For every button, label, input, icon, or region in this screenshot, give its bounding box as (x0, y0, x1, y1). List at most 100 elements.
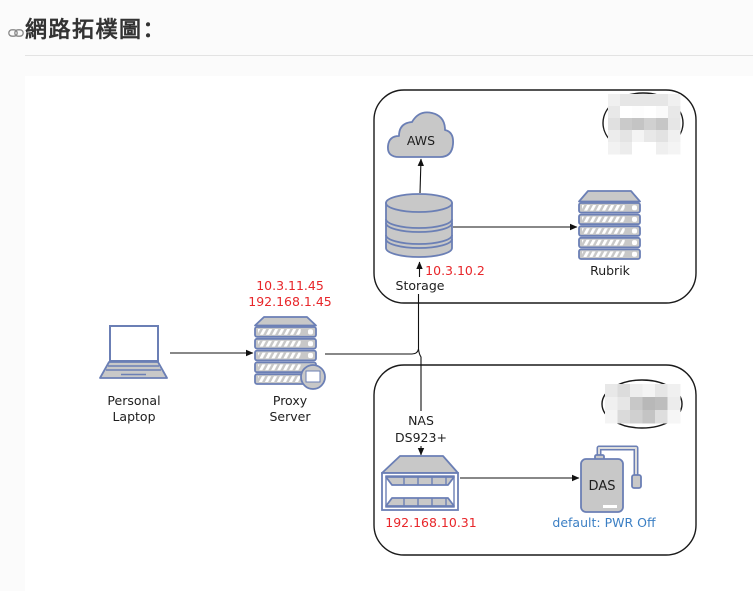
server-top-cap (578, 190, 641, 203)
logo-ellipse (601, 379, 683, 429)
server-slot (578, 202, 641, 214)
nas-label-line2: DS923+ (395, 430, 447, 445)
page-heading: 網路拓樸圖： (8, 16, 166, 46)
server-rack-icon (578, 190, 641, 260)
cloud-icon (387, 111, 454, 158)
mosaic-block (630, 384, 643, 398)
mosaic-block (656, 94, 669, 107)
storage-ip: 10.3.10.2 (425, 263, 485, 278)
server-top-cap (254, 316, 317, 327)
mosaic-block (668, 118, 681, 131)
mosaic-block (644, 94, 657, 107)
mosaic-block (608, 118, 621, 131)
laptop-label-line2: Laptop (112, 409, 155, 424)
mosaic-block (632, 130, 645, 143)
proxy-ip-2: 192.168.1.45 (248, 294, 332, 309)
mosaic-block (644, 106, 657, 119)
edge-junction-to-nas (417, 348, 422, 411)
proxy-label-line1: Proxy (273, 393, 308, 408)
server-slot (254, 326, 317, 338)
server-slot (578, 248, 641, 260)
mosaic-block (605, 410, 618, 424)
mosaic-block (617, 384, 631, 398)
nas-ip: 192.168.10.31 (385, 515, 476, 530)
mosaic-block (608, 106, 621, 119)
storage-label: Storage (396, 278, 445, 293)
edge-storage-to-aws (417, 158, 424, 194)
mosaic-block (644, 142, 657, 155)
mosaic-block (644, 118, 657, 131)
mosaic-block (667, 397, 681, 411)
mosaic-block (620, 94, 633, 107)
mosaic-block (608, 94, 621, 107)
mosaic-block (668, 94, 681, 107)
nas-node: NAS DS923+ 192.168.10.31 (381, 413, 477, 530)
server-slot (578, 213, 641, 226)
blurred-logo-mosaic (605, 384, 681, 424)
storage-node: 10.3.10.2 Storage (385, 193, 485, 293)
laptop-node: Personal Laptop (99, 325, 168, 424)
mosaic-block (605, 384, 618, 398)
server-slot (578, 225, 641, 237)
mosaic-block (630, 397, 643, 411)
mosaic-block (668, 106, 681, 119)
mosaic-block (668, 142, 681, 155)
link-icon[interactable] (8, 28, 24, 38)
mosaic-block (642, 397, 656, 411)
server-slot (578, 236, 641, 249)
external-drive-icon (580, 445, 642, 513)
mosaic-block (630, 410, 643, 424)
mosaic-block (668, 130, 681, 143)
nas-icon (381, 455, 459, 511)
mosaic-block (667, 410, 681, 424)
proxy-ip-1: 10.3.11.45 (256, 278, 324, 293)
mosaic-block (632, 142, 645, 155)
mosaic-block (608, 130, 621, 143)
mosaic-block (644, 130, 657, 143)
laptop-icon (99, 325, 168, 379)
proxy-label-line2: Server (270, 409, 312, 424)
mosaic-block (632, 106, 645, 119)
rubrik-node: Rubrik (578, 190, 641, 278)
rubrik-label: Rubrik (590, 263, 631, 278)
mosaic-block (605, 397, 618, 411)
nas-label-line1: NAS (408, 413, 434, 428)
das-node: DAS default: PWR Off (552, 445, 656, 530)
mosaic-block (620, 130, 633, 143)
mosaic-block (655, 384, 668, 398)
mosaic-block (642, 384, 656, 398)
lower-site-logo (601, 379, 683, 429)
mosaic-block (656, 142, 669, 155)
mosaic-block (620, 106, 633, 119)
mosaic-block (632, 118, 645, 131)
server-slot (254, 349, 317, 362)
mosaic-block (617, 410, 631, 424)
heading-divider (25, 55, 753, 56)
server-slot (254, 337, 317, 350)
mosaic-block (655, 410, 668, 424)
aws-node: AWS (387, 111, 454, 158)
das-power-status: default: PWR Off (552, 515, 656, 530)
aws-label: AWS (407, 133, 435, 148)
das-label: DAS (589, 479, 616, 494)
upper-site-logo (602, 92, 684, 155)
laptop-label-line1: Personal (107, 393, 160, 408)
database-icon (385, 193, 453, 258)
mosaic-block (656, 118, 669, 131)
proxy-badge-icon (300, 364, 326, 390)
mosaic-block (667, 384, 681, 398)
mosaic-block (620, 118, 633, 131)
upper-site-group-box (373, 89, 697, 304)
mosaic-block (620, 142, 633, 155)
mosaic-block (655, 397, 668, 411)
page-title: 網路拓樸圖： (25, 18, 167, 43)
proxy-node: 10.3.11.45 192.168.1.45 Proxy Server (248, 278, 332, 424)
mosaic-block (656, 130, 669, 143)
mosaic-block (608, 142, 621, 155)
blurred-logo-mosaic (608, 94, 681, 155)
mosaic-block (656, 106, 669, 119)
mosaic-block (617, 397, 631, 411)
mosaic-block (642, 410, 656, 424)
lower-site-group-box (373, 364, 697, 556)
